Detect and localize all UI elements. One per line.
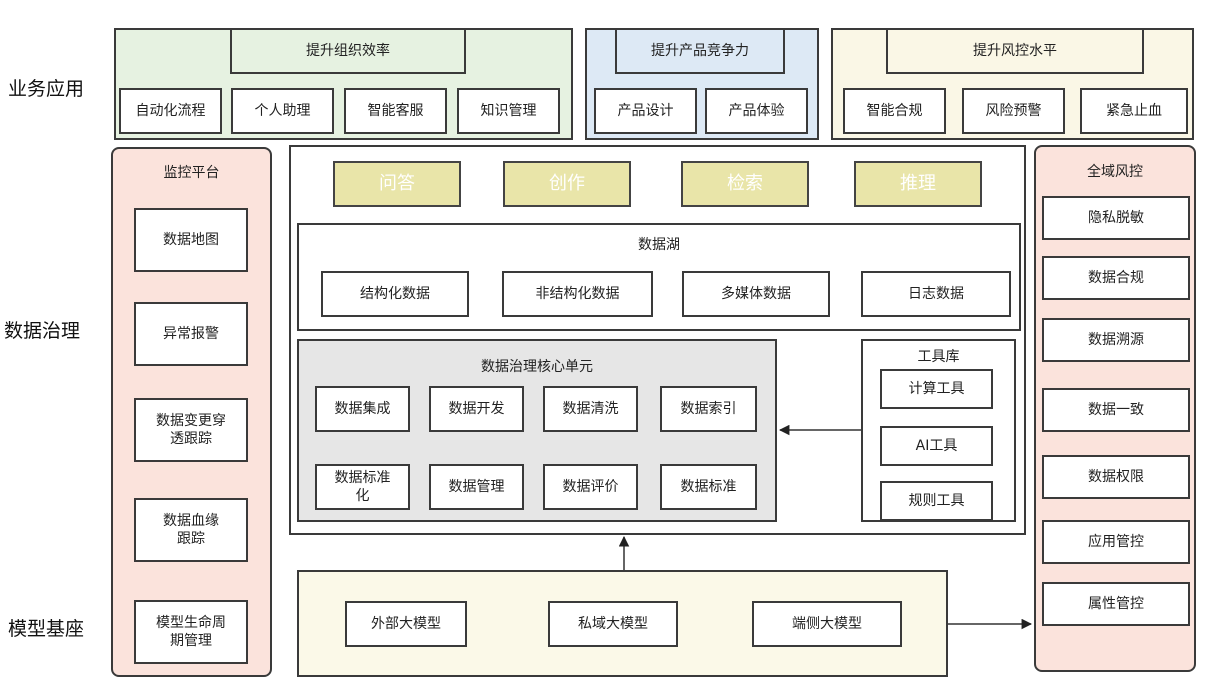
core-data-evaluation: 数据评价 [543, 464, 638, 510]
tool-compute: 计算工具 [880, 369, 993, 409]
group-product-competitiveness-title: 提升产品竞争力 [615, 28, 785, 74]
capability-qa: 问答 [333, 161, 461, 207]
tool-rules: 规则工具 [880, 481, 993, 521]
model-private: 私域大模型 [548, 601, 678, 647]
risk-application-control: 应用管控 [1042, 520, 1190, 564]
monitor-change-tracking: 数据变更穿透跟踪 [134, 398, 248, 462]
layer-label-business: 业务应用 [8, 78, 85, 100]
core-data-standardization: 数据标准化 [315, 464, 410, 510]
item-product-design: 产品设计 [594, 88, 697, 134]
item-personal-assistant: 个人助理 [231, 88, 334, 134]
model-external: 外部大模型 [345, 601, 467, 647]
monitor-lineage-tracking: 数据血缘跟踪 [134, 498, 248, 562]
capability-creation: 创作 [503, 161, 631, 207]
core-data-index: 数据索引 [660, 386, 757, 432]
capability-retrieval: 检索 [681, 161, 809, 207]
lake-log-data: 日志数据 [861, 271, 1011, 317]
risk-data-provenance: 数据溯源 [1042, 318, 1190, 362]
core-data-management: 数据管理 [429, 464, 524, 510]
layer-label-governance: 数据治理 [4, 320, 81, 342]
core-unit-title: 数据治理核心单元 [481, 359, 593, 375]
tool-ai: AI工具 [880, 426, 993, 466]
data-lake-title: 数据湖 [638, 237, 680, 253]
toolbox-title: 工具库 [917, 349, 960, 365]
monitor-data-map: 数据地图 [134, 208, 248, 272]
core-data-cleaning: 数据清洗 [543, 386, 638, 432]
item-product-experience: 产品体验 [705, 88, 808, 134]
monitor-anomaly-alert: 异常报警 [134, 302, 248, 366]
core-data-integration: 数据集成 [315, 386, 410, 432]
item-knowledge-management: 知识管理 [457, 88, 560, 134]
capability-reasoning: 推理 [854, 161, 982, 207]
group-org-efficiency-title: 提升组织效率 [230, 28, 466, 74]
risk-data-consistency: 数据一致 [1042, 388, 1190, 432]
lake-structured-data: 结构化数据 [321, 271, 469, 317]
risk-data-permission: 数据权限 [1042, 455, 1190, 499]
item-risk-warning: 风险预警 [962, 88, 1065, 134]
core-data-standard: 数据标准 [660, 464, 757, 510]
item-emergency-stop: 紧急止血 [1080, 88, 1188, 134]
risk-attribute-control: 属性管控 [1042, 582, 1190, 626]
monitor-model-lifecycle: 模型生命周期管理 [134, 600, 248, 664]
risk-data-compliance: 数据合规 [1042, 256, 1190, 300]
core-data-development: 数据开发 [429, 386, 524, 432]
item-smart-service: 智能客服 [344, 88, 447, 134]
risk-control-title: 全域风控 [1087, 164, 1143, 180]
model-edge: 端侧大模型 [752, 601, 902, 647]
lake-unstructured-data: 非结构化数据 [502, 271, 653, 317]
lake-multimedia-data: 多媒体数据 [682, 271, 830, 317]
group-risk-control-title: 提升风控水平 [886, 28, 1144, 74]
item-smart-compliance: 智能合规 [843, 88, 946, 134]
item-automation-process: 自动化流程 [119, 88, 222, 134]
layer-label-model-base: 模型基座 [8, 618, 85, 640]
monitor-platform-title: 监控平台 [163, 165, 220, 181]
risk-privacy-masking: 隐私脱敏 [1042, 196, 1190, 240]
